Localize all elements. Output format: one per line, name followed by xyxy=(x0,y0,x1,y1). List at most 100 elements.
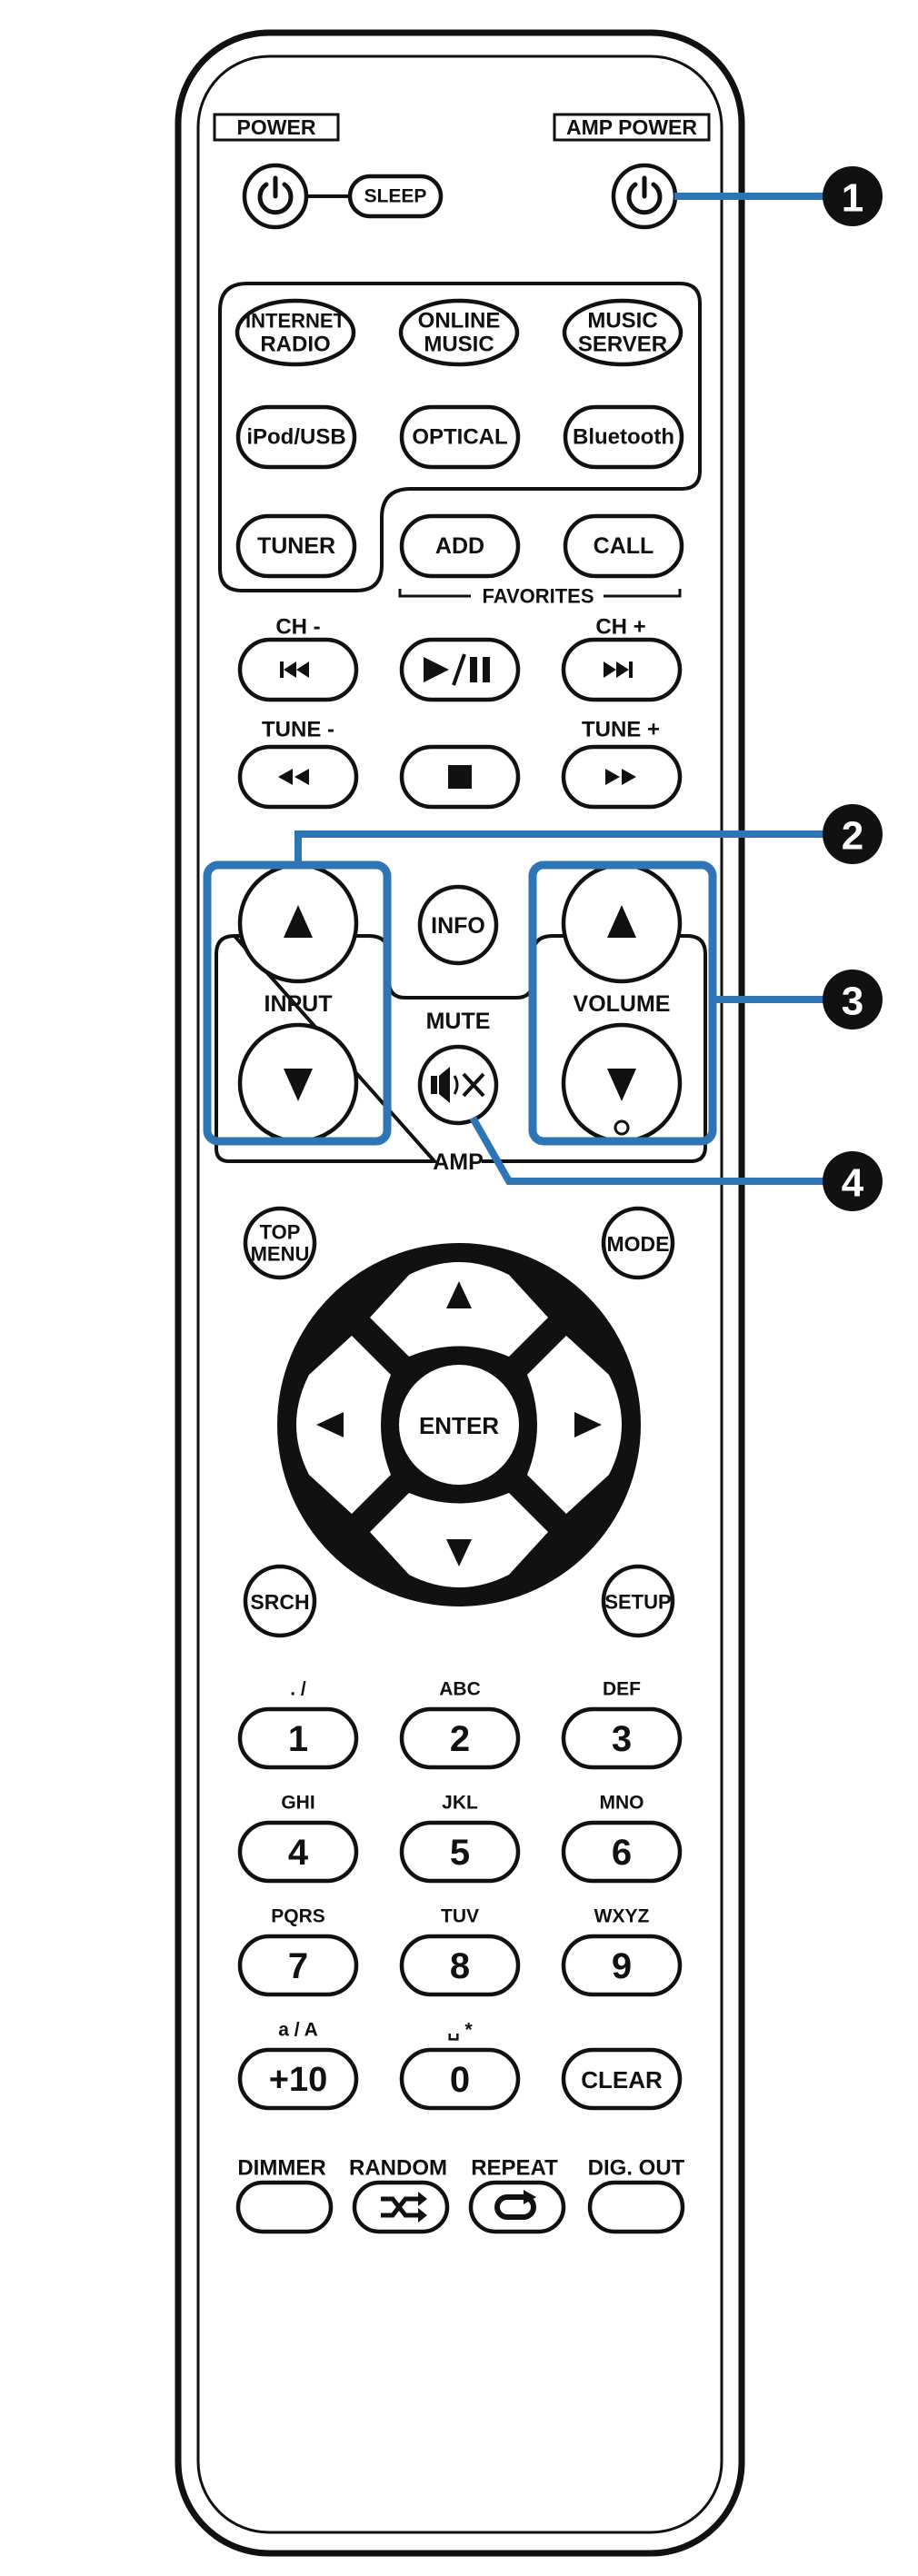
search-label: SRCH xyxy=(250,1590,309,1614)
internet-radio-button[interactable]: INTERNET RADIO xyxy=(234,298,356,367)
fast-forward-icon xyxy=(605,769,636,785)
rewind-button[interactable] xyxy=(237,744,359,810)
shuffle-icon xyxy=(381,2192,427,2223)
callout-2-number: 2 xyxy=(842,814,863,859)
play-pause-button[interactable] xyxy=(399,637,521,702)
ipod-usb-button[interactable]: iPod/USB xyxy=(235,404,357,470)
bluetooth-button[interactable]: Bluetooth xyxy=(563,404,684,470)
remote-body-inner xyxy=(196,55,723,2534)
keypad-button-2[interactable]: 3 xyxy=(561,1706,683,1770)
internet-radio-line2: RADIO xyxy=(260,333,330,357)
keypad-button-11[interactable]: CLEAR xyxy=(561,2047,683,2111)
keypad-button-9[interactable]: +10 xyxy=(237,2047,359,2111)
keypad-button-6[interactable]: 7 xyxy=(237,1934,359,1997)
stop-button[interactable] xyxy=(399,744,521,810)
next-track-button[interactable] xyxy=(561,637,683,702)
ch-plus-label: CH + xyxy=(595,615,645,640)
amp-label: AMP xyxy=(433,1149,484,1175)
add-label: ADD xyxy=(435,533,484,559)
repeat-label: REPEAT xyxy=(471,2156,558,2181)
optical-label: OPTICAL xyxy=(412,425,507,450)
stop-icon xyxy=(448,765,472,789)
callout-4: 4 xyxy=(823,1151,883,1211)
callout-2: 2 xyxy=(823,804,883,864)
callout-4-leader xyxy=(469,1116,827,1185)
input-down-button[interactable] xyxy=(237,1022,359,1144)
tuner-label: TUNER xyxy=(257,533,335,559)
music-server-line2: SERVER xyxy=(578,333,667,357)
top-menu-line1: TOP xyxy=(260,1221,301,1244)
dimmer-label: DIMMER xyxy=(237,2156,325,2181)
mode-button[interactable]: MODE xyxy=(601,1206,675,1280)
amp-power-label-box xyxy=(553,113,711,142)
random-label: RANDOM xyxy=(349,2156,447,2181)
arrow-down-icon xyxy=(284,1069,313,1101)
callout-2-leader xyxy=(294,830,827,865)
optical-button[interactable]: OPTICAL xyxy=(399,404,521,470)
dimmer-button[interactable] xyxy=(235,2180,334,2234)
amp-power-button[interactable] xyxy=(611,163,678,230)
power-label: POWER xyxy=(237,115,316,139)
enter-button[interactable]: ENTER xyxy=(399,1365,519,1485)
keypad-key-label: 9 xyxy=(612,1946,632,1986)
fast-forward-button[interactable] xyxy=(561,744,683,810)
top-menu-button[interactable]: TOP MENU xyxy=(243,1206,317,1280)
power-button[interactable] xyxy=(242,163,309,230)
keypad-button-7[interactable]: 8 xyxy=(399,1934,521,1997)
tune-plus-label: TUNE + xyxy=(582,718,660,742)
dig-out-button[interactable] xyxy=(587,2180,685,2234)
arrow-left-icon xyxy=(316,1412,344,1437)
info-button[interactable]: INFO xyxy=(417,884,499,966)
keypad-key-label: 8 xyxy=(450,1946,470,1986)
keypad-button-1[interactable]: 2 xyxy=(399,1706,521,1770)
keypad-button-8[interactable]: 9 xyxy=(561,1934,683,1997)
music-server-button[interactable]: MUSIC SERVER xyxy=(562,298,684,367)
random-button[interactable] xyxy=(352,2180,450,2234)
online-music-button[interactable]: ONLINE MUSIC xyxy=(398,298,520,367)
keypad-button-4[interactable]: 5 xyxy=(399,1820,521,1884)
arrow-up-icon xyxy=(284,905,313,938)
mute-button[interactable] xyxy=(417,1044,499,1126)
tuner-button[interactable]: TUNER xyxy=(235,513,357,579)
input-up-button[interactable] xyxy=(237,862,359,984)
keypad-button-0[interactable]: 1 xyxy=(237,1706,359,1770)
setup-label: SETUP xyxy=(604,1591,671,1614)
keypad-sub-label: DEF xyxy=(603,1679,641,1700)
repeat-button[interactable] xyxy=(468,2180,566,2234)
music-server-line1: MUSIC xyxy=(587,309,657,333)
callout-1-number: 1 xyxy=(842,176,863,221)
keypad-sub-label: ␣ * xyxy=(447,2020,473,2042)
keypad-key-label: 2 xyxy=(450,1719,470,1759)
number-keypad: 1. /2ABC3DEF4GHI5JKL6MNO7PQRS8TUV9WXYZ+1… xyxy=(237,1679,683,2111)
sleep-button[interactable]: SLEEP xyxy=(347,174,444,219)
tune-minus-label: TUNE - xyxy=(262,718,334,742)
call-button[interactable]: CALL xyxy=(563,513,684,579)
info-label: INFO xyxy=(431,913,485,939)
keypad-sub-label: . / xyxy=(290,1679,306,1700)
keypad-button-5[interactable]: 6 xyxy=(561,1820,683,1884)
input-label: INPUT xyxy=(264,991,333,1017)
dig-out-label: DIG. OUT xyxy=(588,2156,685,2181)
volume-down-dot xyxy=(614,1119,630,1136)
dpad-up-button[interactable] xyxy=(370,1262,548,1357)
keypad-sub-label: ABC xyxy=(439,1679,481,1700)
favorites-label: FAVORITES xyxy=(482,585,594,608)
keypad-key-label: 4 xyxy=(288,1833,309,1873)
directional-pad: ENTER xyxy=(277,1243,641,1606)
keypad-button-3[interactable]: 4 xyxy=(237,1820,359,1884)
setup-button[interactable]: SETUP xyxy=(601,1564,675,1638)
keypad-key-label: 1 xyxy=(288,1719,308,1759)
amp-power-label: AMP POWER xyxy=(566,115,697,139)
keypad-key-label: +10 xyxy=(269,2061,327,2099)
online-music-line1: ONLINE xyxy=(418,309,501,333)
rewind-icon xyxy=(278,769,309,785)
search-button[interactable]: SRCH xyxy=(243,1564,317,1638)
callout-3-number: 3 xyxy=(842,980,863,1024)
arrow-up-icon xyxy=(607,905,636,938)
keypad-button-10[interactable]: 0 xyxy=(399,2047,521,2111)
add-button[interactable]: ADD xyxy=(399,513,521,579)
power-icon xyxy=(626,182,663,215)
bluetooth-label: Bluetooth xyxy=(573,425,674,450)
prev-track-button[interactable] xyxy=(237,637,359,702)
volume-up-button[interactable] xyxy=(561,862,683,984)
